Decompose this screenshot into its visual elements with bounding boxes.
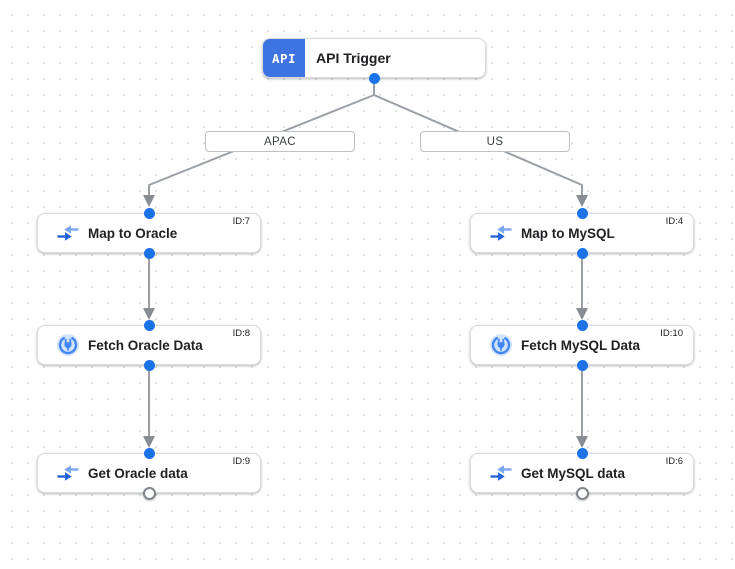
connection-dot-trigger-out[interactable] [368,72,380,84]
node-label: Fetch MySQL Data [521,337,641,353]
node-id-badge: ID:10 [660,328,683,339]
api-trigger-badge-icon: API [263,39,305,77]
node-id-badge: ID:4 [665,216,683,227]
node-label: Map to MySQL [521,225,615,241]
node-get-oracle-data[interactable]: ID:9 Get Oracle data [37,453,261,493]
node-label: API Trigger [316,50,391,66]
data-mapping-icon [57,225,79,241]
connection-dot-map-oracle-out[interactable] [143,247,155,259]
node-api-trigger[interactable]: API API Trigger [262,38,486,78]
node-id-badge: ID:6 [665,456,683,467]
node-map-to-oracle[interactable]: ID:7 Map to Oracle [37,213,261,253]
connection-dot-fetch-oracle-in[interactable] [143,319,155,331]
node-label: Map to Oracle [88,225,178,241]
connection-dot-get-mysql-in[interactable] [576,447,588,459]
connection-dot-map-mysql-out[interactable] [576,247,588,259]
branch-label-text: APAC [263,135,297,148]
arrowhead-get-oracle [143,436,155,448]
branch-label-apac[interactable]: APAC [205,131,355,152]
arrowhead-map-oracle [143,195,155,207]
node-id-badge: ID:8 [232,328,250,339]
connection-dot-map-oracle-in[interactable] [143,207,155,219]
node-label: Get Oracle data [88,465,188,481]
node-fetch-oracle-data[interactable]: ID:8 Fetch Oracle Data [37,325,261,365]
connector-icon [490,334,512,356]
node-fetch-mysql-data[interactable]: ID:10 Fetch MySQL Data [470,325,694,365]
connection-dot-fetch-oracle-out[interactable] [143,359,155,371]
node-get-mysql-data[interactable]: ID:6 Get MySQL data [470,453,694,493]
node-id-badge: ID:9 [232,456,250,467]
connection-dot-fetch-mysql-in[interactable] [576,319,588,331]
connection-dot-map-mysql-in[interactable] [576,207,588,219]
arrowhead-fetch-mysql [576,308,588,320]
arrowhead-fetch-oracle [143,308,155,320]
branch-label-us[interactable]: US [420,131,570,152]
connector-icon [57,334,79,356]
arrowhead-get-mysql [576,436,588,448]
node-label: Fetch Oracle Data [88,337,203,353]
node-label: Get MySQL data [521,465,626,481]
connection-dot-get-oracle-in[interactable] [143,447,155,459]
branch-label-text: US [486,135,504,148]
arrowhead-map-mysql [576,195,588,207]
data-mapping-icon [490,225,512,241]
terminal-dot-get-oracle[interactable] [142,486,156,500]
node-id-badge: ID:7 [232,216,250,227]
connection-dot-fetch-mysql-out[interactable] [576,359,588,371]
terminal-dot-get-mysql[interactable] [575,486,589,500]
data-mapping-icon [490,465,512,481]
data-mapping-icon [57,465,79,481]
